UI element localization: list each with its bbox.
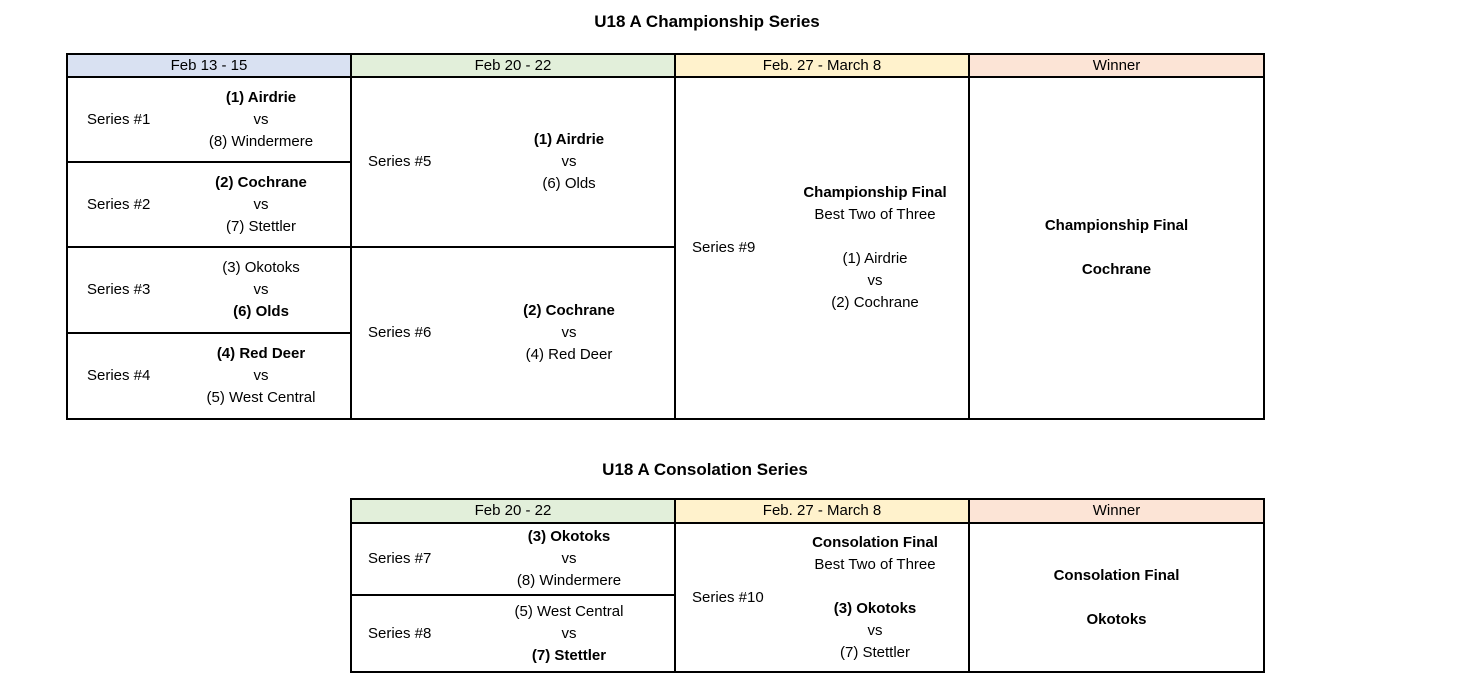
- team-top: (3) Okotoks: [833, 599, 917, 617]
- championship-header-row: Feb 13 - 15 Feb 20 - 22 Feb. 27 - March …: [66, 53, 1265, 78]
- series-cell-2: Series #2 (2) Cochrane vs (7) Stettler: [66, 161, 352, 248]
- matchup: (1) Airdrie vs (8) Windermere: [172, 87, 350, 153]
- matchup: (1) Airdrie vs (6) Olds: [464, 129, 674, 195]
- matchup: (5) West Central vs (7) Stettler: [464, 601, 674, 667]
- matchup: (4) Red Deer vs (5) West Central: [172, 343, 350, 409]
- team-bottom: (5) West Central: [206, 389, 316, 406]
- series-cell-5: Series #5 (1) Airdrie vs (6) Olds: [350, 76, 676, 248]
- series-cell-8: Series #8 (5) West Central vs (7) Stettl…: [350, 594, 676, 673]
- spacer: [970, 237, 1263, 259]
- spacer: [782, 576, 968, 598]
- winner-title: Championship Final: [1044, 217, 1189, 234]
- series-cell-9: Series #9 Championship Final Best Two of…: [674, 76, 970, 420]
- series-label: Series #7: [368, 550, 432, 567]
- team-bottom: (4) Red Deer: [525, 346, 613, 363]
- team-bottom: (6) Olds: [233, 303, 289, 320]
- matchup: (3) Okotoks vs (6) Olds: [172, 257, 350, 323]
- team-bottom: (8) Windermere: [208, 132, 314, 150]
- series-label: Series #10: [692, 588, 764, 606]
- series-label: Series #8: [368, 624, 432, 642]
- championship-title: U18 A Championship Series: [594, 12, 820, 31]
- series-cell-7: Series #7 (3) Okotoks vs (8) Windermere: [350, 522, 676, 596]
- final-subtitle: Best Two of Three: [814, 206, 936, 223]
- winner-cell-consolation: Consolation Final Okotoks: [968, 522, 1265, 673]
- series-label: Series #9: [692, 239, 756, 256]
- matchup: Championship Final Best Two of Three (1)…: [782, 182, 968, 314]
- matchup: (2) Cochrane vs (7) Stettler: [172, 172, 350, 238]
- vs-label: vs: [867, 621, 883, 639]
- vs-label: vs: [253, 110, 269, 128]
- vs-label: vs: [561, 153, 577, 170]
- vs-label: vs: [561, 550, 577, 567]
- team-top: (5) West Central: [514, 602, 624, 620]
- team-bottom: (7) Stettler: [225, 217, 297, 235]
- header-cell-winner: Winner: [968, 498, 1265, 524]
- matchup: (3) Okotoks vs (8) Windermere: [464, 526, 674, 592]
- series-cell-1: Series #1 (1) Airdrie vs (8) Windermere: [66, 76, 352, 163]
- team-top: (1) Airdrie: [842, 250, 908, 267]
- spacer: [782, 226, 968, 248]
- vs-label: vs: [561, 324, 577, 341]
- series-label: Series #6: [368, 324, 432, 341]
- team-top: (1) Airdrie: [225, 88, 297, 106]
- consolation-title: U18 A Consolation Series: [602, 460, 808, 479]
- vs-label: vs: [867, 272, 883, 289]
- spacer: [970, 587, 1263, 609]
- winner-team: Cochrane: [1081, 261, 1152, 278]
- header-cell-final: Feb. 27 - March 8: [674, 53, 970, 78]
- series-cell-10: Series #10 Consolation Final Best Two of…: [674, 522, 970, 673]
- series-cell-4: Series #4 (4) Red Deer vs (5) West Centr…: [66, 332, 352, 420]
- header-cell-round2: Feb 20 - 22: [350, 53, 676, 78]
- final-title: Championship Final: [803, 184, 947, 201]
- team-bottom: (8) Windermere: [516, 572, 622, 589]
- matchup: Consolation Final Best Two of Three (3) …: [782, 532, 968, 664]
- series-label: Series #1: [87, 110, 151, 128]
- consolation-header-row: Feb 20 - 22 Feb. 27 - March 8 Winner: [350, 498, 1265, 524]
- team-top: (1) Airdrie: [533, 131, 605, 148]
- header-cell-round1: Feb 20 - 22: [350, 498, 676, 524]
- winner-cell-championship: Championship Final Cochrane: [968, 76, 1265, 420]
- team-bottom: (2) Cochrane: [831, 294, 919, 311]
- series-label: Series #2: [87, 195, 151, 213]
- matchup: (2) Cochrane vs (4) Red Deer: [464, 300, 674, 366]
- header-cell-final: Feb. 27 - March 8: [674, 498, 970, 524]
- championship-bracket-table: Feb 13 - 15 Feb 20 - 22 Feb. 27 - March …: [66, 53, 1265, 420]
- team-bottom: (6) Olds: [542, 175, 596, 192]
- header-cell-winner: Winner: [968, 53, 1265, 78]
- team-bottom: (7) Stettler: [839, 643, 911, 661]
- vs-label: vs: [253, 281, 269, 298]
- team-top: (4) Red Deer: [216, 345, 306, 362]
- team-top: (3) Okotoks: [222, 259, 300, 276]
- team-top: (2) Cochrane: [215, 173, 307, 191]
- team-top: (3) Okotoks: [527, 528, 611, 545]
- series-cell-3: Series #3 (3) Okotoks vs (6) Olds: [66, 246, 352, 334]
- winner-title: Consolation Final: [1053, 566, 1180, 584]
- winner-team: Okotoks: [1086, 610, 1147, 628]
- team-bottom: (7) Stettler: [531, 646, 607, 664]
- series-label: Series #5: [368, 153, 432, 170]
- vs-label: vs: [253, 367, 269, 384]
- series-cell-6: Series #6 (2) Cochrane vs (4) Red Deer: [350, 246, 676, 420]
- vs-label: vs: [253, 195, 269, 213]
- vs-label: vs: [561, 624, 577, 642]
- series-label: Series #3: [87, 281, 151, 298]
- series-label: Series #4: [87, 367, 151, 384]
- final-title: Consolation Final: [812, 533, 938, 551]
- final-subtitle: Best Two of Three: [814, 555, 936, 573]
- team-top: (2) Cochrane: [523, 302, 615, 319]
- header-cell-round1: Feb 13 - 15: [66, 53, 352, 78]
- consolation-bracket-table: Feb 20 - 22 Feb. 27 - March 8 Winner Ser…: [350, 498, 1265, 673]
